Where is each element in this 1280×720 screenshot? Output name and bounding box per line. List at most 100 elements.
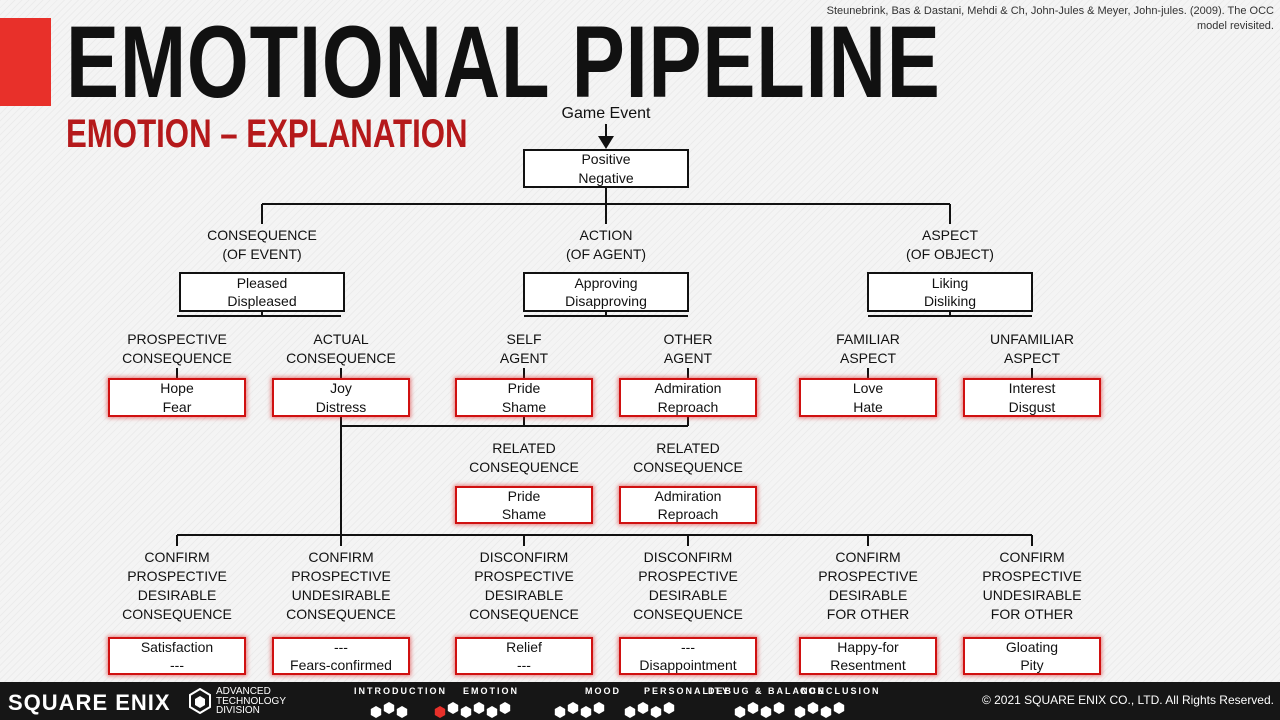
level3-header-line: PROSPECTIVE <box>474 568 574 584</box>
progress-hex <box>650 706 662 718</box>
progress-hex <box>747 702 759 714</box>
root-valence-box-line: Negative <box>578 169 634 186</box>
related-header-line: CONSEQUENCE <box>469 459 579 475</box>
branch-box-action-line: Approving <box>574 274 638 291</box>
progress-hex <box>760 706 772 718</box>
nav-introduction[interactable]: INTRODUCTION <box>354 686 447 696</box>
level2-header-line: AGENT <box>499 350 549 366</box>
progress-hex <box>554 706 566 718</box>
level2-header-line: ASPECT <box>1003 350 1061 366</box>
atd-hex-icon <box>189 688 211 714</box>
branch-box-consequence-line: Displeased <box>227 293 297 309</box>
related-header-line: RELATED <box>492 440 556 456</box>
diagram-connectors <box>176 124 1033 546</box>
progress-hex <box>567 702 579 714</box>
level3-header-line: PROSPECTIVE <box>127 568 227 584</box>
level3-header-line: DISCONFIRM <box>479 549 569 565</box>
level3-header-line: DESIRABLE <box>137 587 217 603</box>
footer-bar <box>0 682 1280 720</box>
progress-hex <box>460 706 472 718</box>
emotion-box-line: --- <box>516 657 531 673</box>
branch-header-action: ACTION (OF AGENT) <box>566 226 646 264</box>
level3-header-line: UNDESIRABLE <box>291 587 391 603</box>
level3-header-line: PROSPECTIVE <box>291 568 391 584</box>
division-name: ADVANCED TECHNOLOGY DIVISION <box>216 686 287 716</box>
branch-box-consequence-line: Pleased <box>236 274 288 291</box>
nav-debug-balance[interactable]: DEBUG & BALANCE <box>708 686 827 696</box>
emotion-box-line: Fear <box>162 398 192 415</box>
emotion-box-line: Pity <box>1020 657 1044 673</box>
page-title: EMOTIONAL PIPELINE <box>66 5 941 119</box>
branch-header-action-line: (OF AGENT) <box>565 246 647 262</box>
branch-header-action-line: ACTION <box>579 227 633 243</box>
progress-hex <box>486 706 498 718</box>
emotion-box-line: Reproach <box>657 398 719 415</box>
level3-header-line: CONFIRM <box>999 549 1065 565</box>
accent-square <box>0 18 51 106</box>
level2-header-line: CONSEQUENCE <box>122 350 232 366</box>
progress-hex <box>820 706 832 718</box>
progress-hex-dots <box>370 702 845 718</box>
emotion-box-line: Distress <box>315 398 367 415</box>
nav-emotion[interactable]: EMOTION <box>463 686 519 696</box>
emotion-box-line: Joy <box>330 380 352 396</box>
level2-header-line: SELF <box>506 331 542 347</box>
page-subtitle: EMOTION – EXPLANATION <box>66 112 468 156</box>
related-header-line: RELATED <box>656 440 720 456</box>
level2-header-line: ACTUAL <box>313 331 369 347</box>
branch-header-consequence: CONSEQUENCE(OF EVENT) <box>207 226 317 264</box>
nav-mood[interactable]: MOOD <box>585 686 621 696</box>
level3-header-line: FOR OTHER <box>990 606 1074 622</box>
square-enix-logo: SQUARE ENIX <box>8 690 171 715</box>
progress-hex <box>833 702 845 714</box>
level2-header-line: PROSPECTIVE <box>127 331 227 347</box>
level2-header-line: AGENT <box>663 350 713 366</box>
emotion-box-line: Fears-confirmed <box>290 657 392 673</box>
progress-hex <box>499 702 511 714</box>
progress-hex <box>434 706 446 718</box>
level3-header-line: UNDESIRABLE <box>982 587 1082 603</box>
level3-header-line: CONFIRM <box>308 549 374 565</box>
nav-personality[interactable]: PERSONALITY <box>644 686 731 696</box>
emotion-box: --- Fears-confirmed <box>272 637 410 675</box>
nav-conclusion[interactable]: CONCLUSION <box>800 686 881 696</box>
progress-hex <box>637 702 649 714</box>
level3-header-line: PROSPECTIVE <box>638 568 738 584</box>
level2-header-line: UNFAMILIAR <box>989 331 1075 347</box>
emotion-box-line: Hate <box>853 398 883 415</box>
root-valence-box-line: Positive <box>581 151 631 167</box>
level2-header-line: CONSEQUENCE <box>286 350 396 366</box>
emotion-box-line: Shame <box>501 398 547 415</box>
level2-header: UNFAMILIAR ASPECT <box>990 330 1074 368</box>
emotion-box-line: --- <box>333 638 348 655</box>
emotion-box-line: Admiration <box>654 487 722 504</box>
emotion-box-line: --- <box>170 657 184 673</box>
progress-hex <box>663 702 675 714</box>
branch-box-aspect-line: Liking <box>931 274 969 291</box>
level3-header-line: CONSEQUENCE <box>469 606 579 622</box>
level3-header-line: DISCONFIRM <box>643 549 733 565</box>
emotion-box: ---Disappointment <box>619 637 757 675</box>
branch-header-aspect: ASPECT(OF OBJECT) <box>906 226 994 264</box>
emotion-box-line: Satisfaction <box>140 638 214 655</box>
progress-hex <box>447 702 459 714</box>
progress-hex <box>593 702 605 714</box>
level2-header-line: ASPECT <box>839 350 897 366</box>
level3-header-line: CONFIRM <box>144 549 210 565</box>
